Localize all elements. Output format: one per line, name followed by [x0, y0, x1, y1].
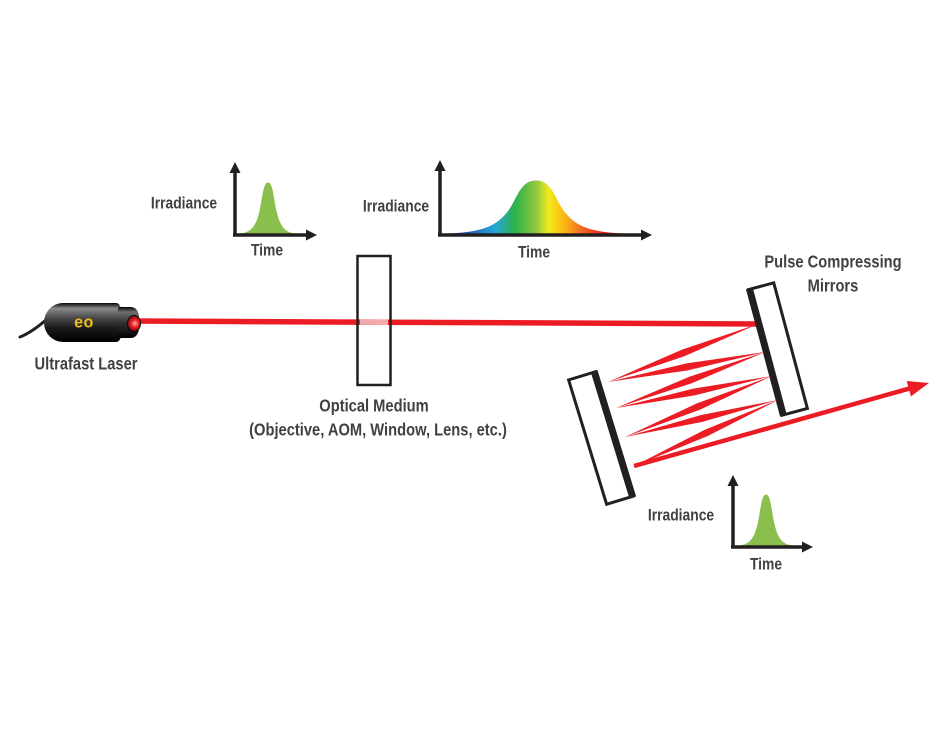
plot-input-ylabel: Irradiance	[150, 194, 218, 213]
pulse-mirror-left-coating	[590, 370, 637, 499]
ultrafast-laser-label: Ultrafast Laser	[34, 353, 138, 374]
laser-beam-bounce-3	[616, 352, 765, 408]
optical-medium-outline	[356, 254, 392, 387]
laser-beam-bounce-6	[625, 400, 778, 437]
laser-wire	[18, 317, 49, 339]
plot-compressed-xlabel: Time	[749, 555, 783, 574]
pulse-mirror-right-coating	[745, 287, 787, 417]
mirrors-label-line2: Mirrors	[807, 275, 859, 296]
plot-input	[229, 162, 317, 241]
laser-beam-in-medium	[359, 319, 389, 326]
plot-dispersed-y-axis-arrow-icon	[434, 160, 446, 171]
plot-dispersed-xlabel: Time	[517, 243, 551, 262]
mirrors-label-line1: Pulse Compressing	[764, 251, 902, 272]
laser-aperture	[127, 315, 141, 332]
plot-dispersed	[434, 160, 652, 241]
laser-beam-bounce-5	[625, 376, 772, 437]
laser-beam-exit	[633, 384, 916, 469]
plot-compressed-x-axis-arrow-icon	[802, 541, 813, 553]
plot-input-x-axis-arrow-icon	[306, 229, 317, 241]
plot-compressed-y-axis-arrow-icon	[727, 475, 739, 486]
plot-input-pulse-curve	[240, 182, 296, 234]
optical-medium-sublabel: (Objective, AOM, Window, Lens, etc.)	[249, 419, 507, 440]
plot-input-y-axis-arrow-icon	[229, 162, 241, 173]
optical-medium-label: Optical Medium	[319, 395, 429, 416]
plot-compressed-ylabel: Irradiance	[647, 506, 715, 525]
pulse-mirror-right	[745, 281, 810, 417]
laser-beam-bounce-4	[616, 376, 772, 408]
plot-dispersed-pulse-curve	[446, 180, 626, 234]
laser-logo: eo	[74, 312, 94, 332]
plot-compressed-pulse-curve	[739, 494, 793, 546]
plot-dispersed-x-axis-arrow-icon	[641, 229, 652, 241]
plot-input-xlabel: Time	[250, 241, 284, 260]
pulse-mirror-left	[566, 369, 637, 507]
plot-dispersed-ylabel: Irradiance	[362, 197, 430, 216]
laser-beam-bounce-7	[634, 400, 778, 466]
plot-compressed	[727, 475, 813, 553]
exit-beam-arrow-icon	[906, 380, 929, 397]
laser-beam-main	[130, 318, 759, 327]
laser-beam-bounce-1	[608, 324, 758, 382]
laser-beam-bounce-2	[608, 352, 765, 382]
ultrafast-laser-device: eo	[44, 303, 121, 342]
